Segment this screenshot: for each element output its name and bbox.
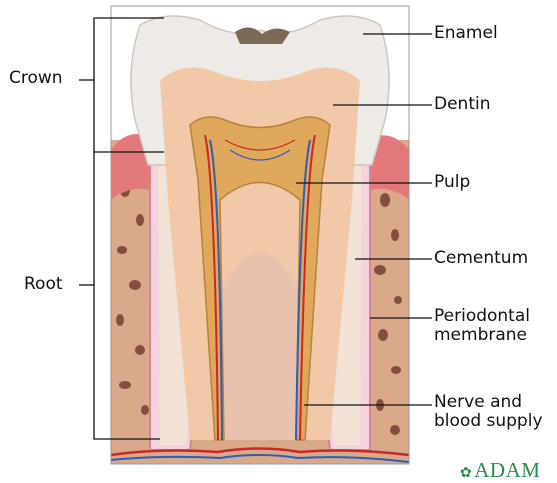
pulp-label: Pulp: [434, 173, 470, 192]
brand-text: ADAM: [474, 458, 540, 482]
adam-logo: ✿ADAM: [460, 458, 540, 483]
cementum-label: Cementum: [434, 249, 528, 268]
crown-label: Crown: [9, 69, 63, 88]
periodontal-membrane-label: Periodontal membrane: [434, 307, 557, 345]
root-label: Root: [24, 275, 63, 294]
enamel-label: Enamel: [434, 24, 498, 43]
occlusal-fissure: [235, 27, 290, 44]
leaf-icon: ✿: [460, 466, 472, 481]
nerve-and-blood-supply-label: Nerve and blood supply: [434, 393, 557, 431]
dentin-label: Dentin: [434, 95, 491, 114]
